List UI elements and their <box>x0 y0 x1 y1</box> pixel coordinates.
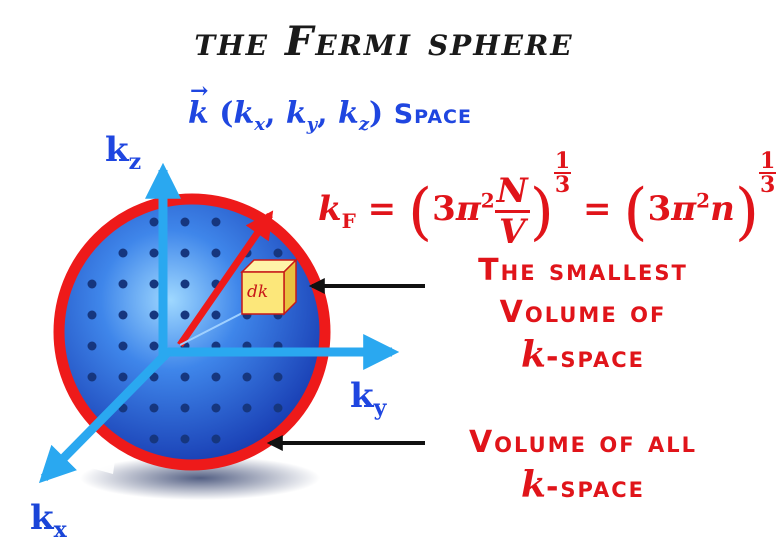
lattice-point <box>149 279 159 289</box>
kx-axis-label: kx <box>30 498 67 543</box>
lattice-point <box>273 403 283 413</box>
kx-axis <box>38 346 174 484</box>
diagram-title: the Fermi sphere <box>194 18 574 65</box>
lattice-point <box>211 310 221 320</box>
ky-axis-label: ky <box>350 376 387 421</box>
k-space-heading: k (kx, ky, kz) Space <box>188 78 472 135</box>
lattice-point <box>87 279 97 289</box>
lattice-point <box>180 310 190 320</box>
lattice-point <box>180 403 190 413</box>
all-volume-annotation: Volume of all k-space <box>468 425 698 506</box>
lattice-point <box>273 372 283 382</box>
lattice-point <box>242 403 252 413</box>
lattice-point <box>149 248 159 258</box>
lattice-point <box>118 279 128 289</box>
lattice-point <box>87 372 97 382</box>
lattice-point <box>118 372 128 382</box>
dk-cube <box>240 258 298 316</box>
lattice-point <box>118 341 128 351</box>
sphere-glare <box>91 452 115 474</box>
lattice-point <box>180 217 190 227</box>
lattice-point <box>180 279 190 289</box>
lattice-point <box>118 310 128 320</box>
lattice-point <box>87 310 97 320</box>
lattice-point <box>149 310 159 320</box>
lattice-point <box>211 372 221 382</box>
lattice-point <box>149 341 159 351</box>
lattice-point <box>149 217 159 227</box>
sphere-shadow <box>80 456 320 500</box>
kz-axis-label: kz <box>105 130 142 175</box>
lattice-point <box>118 248 128 258</box>
smallest-volume-annotation: The smallest Volume of k-space <box>478 253 688 376</box>
lattice-point <box>180 372 190 382</box>
lattice-point <box>149 403 159 413</box>
space-word: Space <box>393 99 472 130</box>
lattice-point <box>180 248 190 258</box>
lattice-point <box>211 434 221 444</box>
lattice-point <box>211 217 221 227</box>
lattice-point <box>149 434 159 444</box>
lattice-point <box>211 248 221 258</box>
lattice-point <box>211 403 221 413</box>
lattice-point <box>180 434 190 444</box>
lattice-point <box>273 248 283 258</box>
lattice-point <box>242 372 252 382</box>
cube-guide-line <box>179 307 253 346</box>
fermi-radius-arrow <box>177 210 274 347</box>
dk-label: dk <box>247 282 269 302</box>
lattice-point <box>87 341 97 351</box>
k-vector-symbol: k <box>188 78 209 131</box>
